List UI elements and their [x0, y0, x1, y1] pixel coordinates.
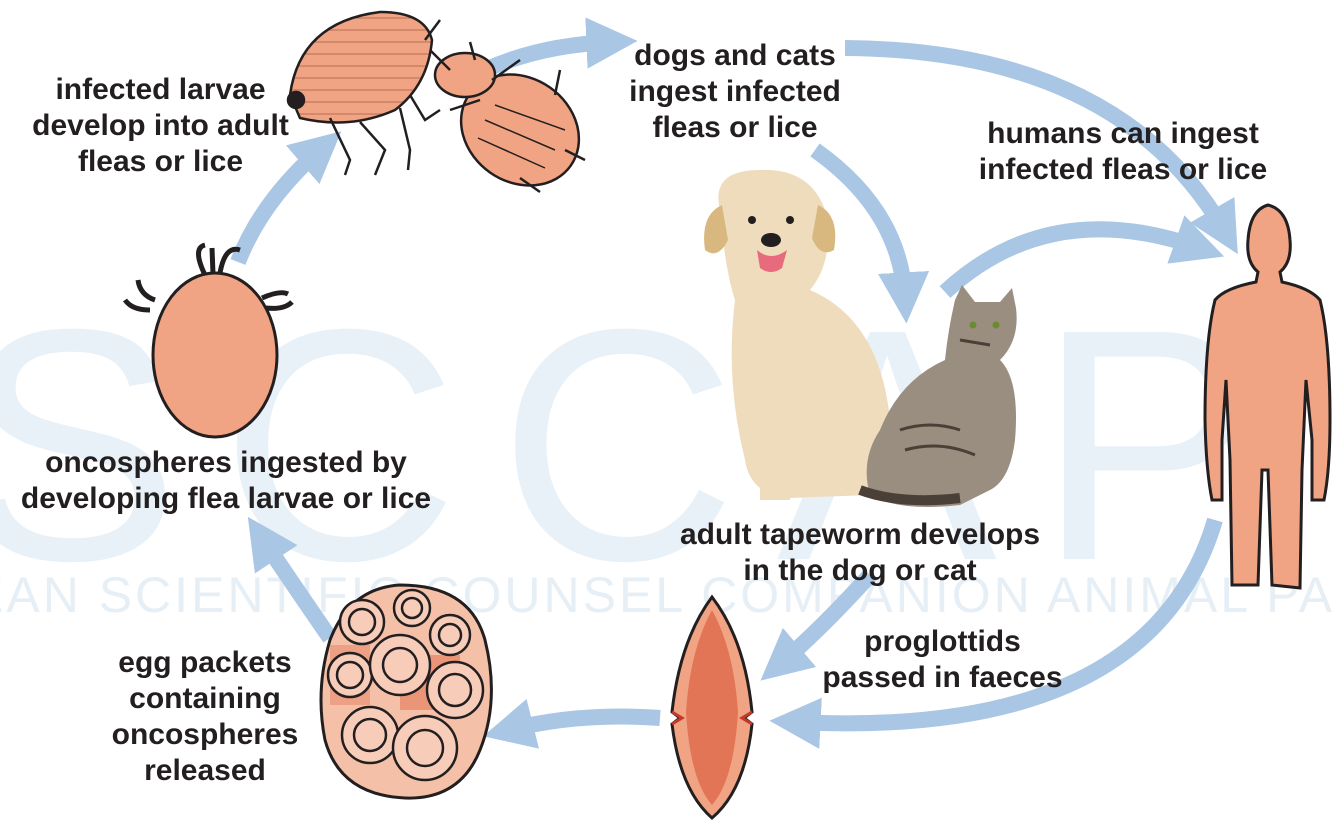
label-egg-packets: egg packets containing oncospheres relea…: [95, 645, 315, 789]
label-proglottids: proglottids passed in faeces: [820, 624, 1065, 696]
arrow-fleas-to-dogs: [485, 42, 612, 70]
dog-icon: [704, 170, 892, 500]
label-dogs-cats-ingest: dogs and cats ingest infected fleas or l…: [610, 38, 860, 146]
human-silhouette-icon: [1205, 205, 1330, 588]
flea-larva-icon: [125, 245, 292, 437]
arrow-eggs-to-oncospheres: [262, 538, 330, 638]
label-humans-ingest: humans can ingest infected fleas or lice: [960, 116, 1286, 188]
arrow-pets-to-human: [945, 229, 1200, 292]
proglottid-icon: [672, 597, 752, 818]
label-oncospheres-ingested: oncospheres ingested by developing flea …: [0, 445, 452, 517]
label-adult-tapeworm: adult tapeworm develops in the dog or ca…: [660, 517, 1060, 589]
egg-packet-icon: [321, 585, 491, 798]
louse-icon: [430, 42, 601, 208]
arrow-proglottid-to-eggs: [508, 717, 660, 731]
label-larvae-develop: infected larvae develop into adult fleas…: [18, 72, 303, 180]
